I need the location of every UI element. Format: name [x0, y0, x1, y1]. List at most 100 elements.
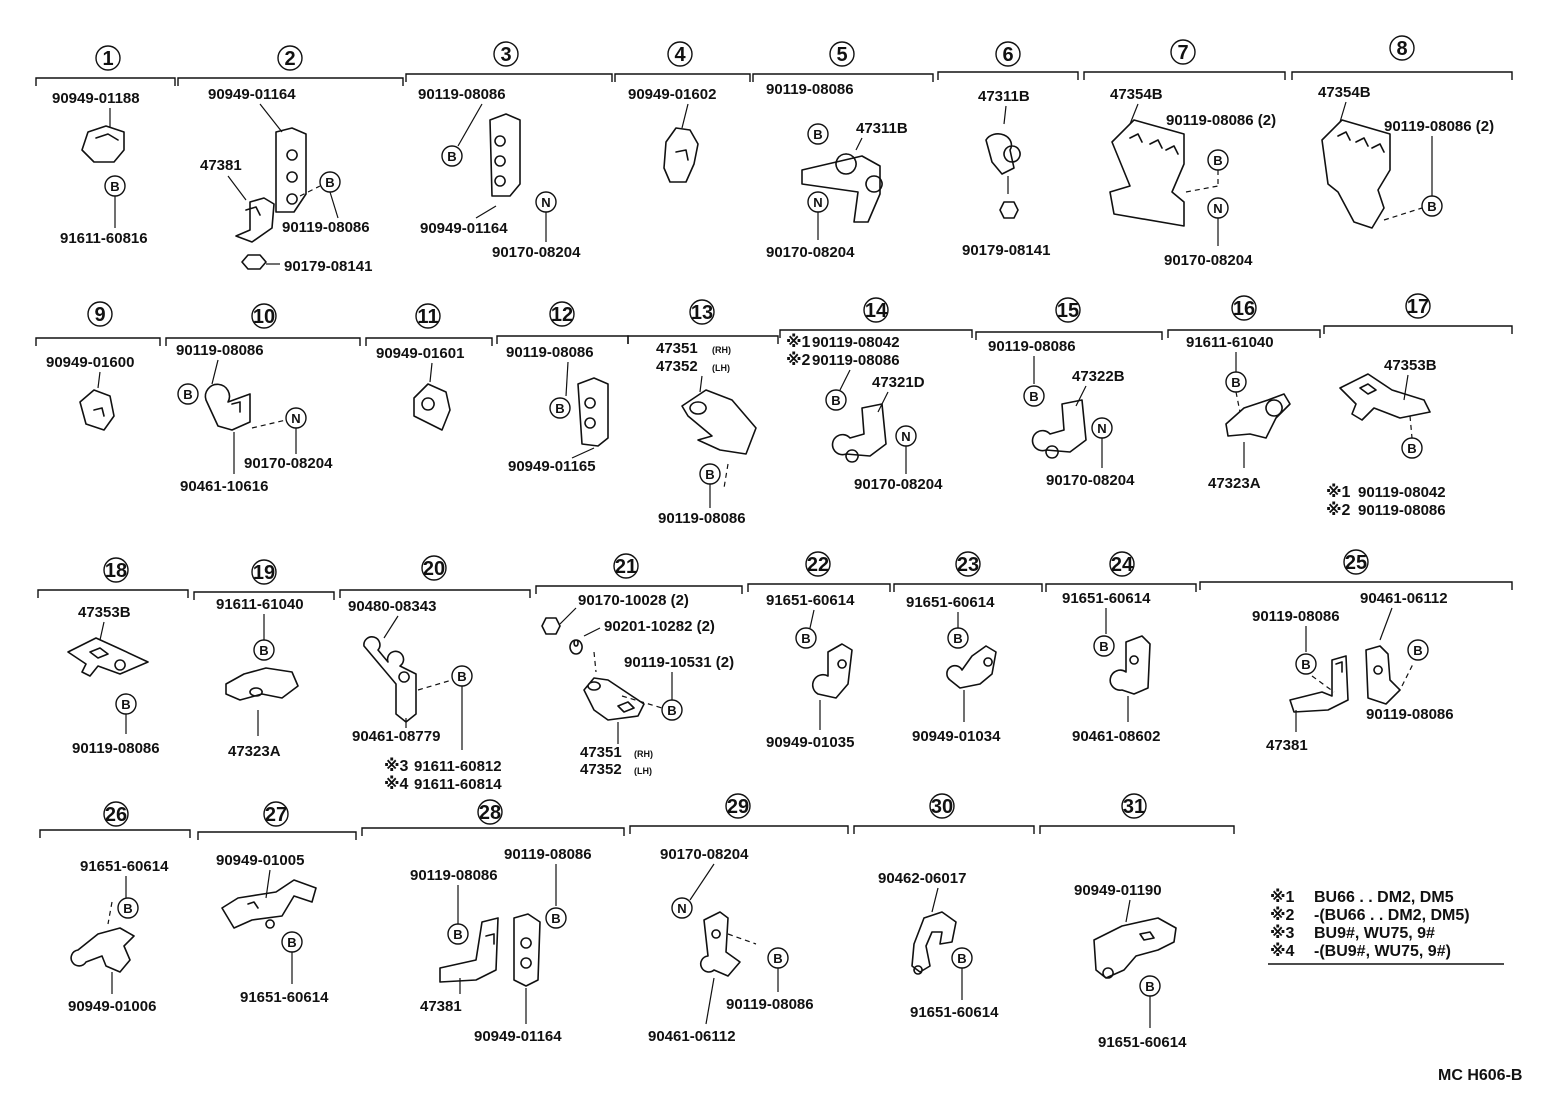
part-label: 47381 [200, 157, 242, 174]
bolt-callout: B [801, 631, 810, 646]
part-label: 90119-08086 [72, 740, 160, 757]
clamp-part [985, 133, 1021, 175]
applicability-mark: ※1 [786, 333, 811, 351]
part-label: 91651-60614 [910, 1004, 999, 1021]
item-number: 19 [253, 562, 275, 584]
clip-part [1093, 917, 1177, 979]
item-5: 5 90119-08086 B 47311B N 90170-08204 [752, 41, 934, 261]
part-label: 90461-08602 [1072, 728, 1160, 745]
bolt-callout: B [110, 179, 119, 194]
item-27: 27 90949-01005 B 91651-60614 [197, 801, 357, 1006]
part-label: 47321D [872, 374, 925, 391]
item-3: 3 90119-08086 B 90949-01164 N 90170-0820… [405, 41, 613, 261]
item-15: 15 90119-08086 B 47322B N 90170-08204 [975, 297, 1163, 489]
bolt-callout: B [551, 911, 560, 926]
legend-mark: ※2 [1270, 906, 1295, 924]
part-label: 90119-08086 [1358, 502, 1446, 519]
part-label: 90170-08204 [244, 455, 333, 472]
clamp-part [577, 377, 609, 447]
part-label: 90461-06112 [1360, 590, 1448, 607]
part-label: 47352 [580, 761, 622, 778]
item-24: 24 91651-60614 B 90461-08602 [1045, 551, 1197, 745]
item-number: 30 [931, 796, 953, 818]
diagram-code: MC H606-B [1438, 1067, 1522, 1084]
part-label: 90119-08086 [410, 867, 498, 884]
item-number: 29 [727, 796, 749, 818]
item-number: 17 [1407, 296, 1429, 318]
item-25: 25 90119-08086 B 90461-06112 B 90119-080… [1199, 549, 1513, 754]
item-number: 2 [284, 48, 295, 70]
part-label: 47322B [1072, 368, 1125, 385]
part-label: 90119-08086 [1252, 608, 1340, 625]
part-label: 91611-60814 [414, 776, 502, 793]
part-label: 90119-08086 [766, 81, 854, 98]
applicability-mark: ※4 [384, 775, 409, 793]
part-label: 47351 [656, 340, 698, 357]
item-number: 8 [1396, 38, 1407, 60]
item-number: 23 [957, 554, 979, 576]
part-label: 90119-08086 (2) [1384, 118, 1494, 135]
applicability-mark: ※2 [1326, 501, 1351, 519]
applicability-mark: ※1 [1326, 483, 1351, 501]
part-label: 90170-10028 (2) [578, 592, 689, 609]
item-26: 26 91651-60614 B 90949-01006 [39, 801, 191, 1015]
bolt-callout: B [1427, 199, 1436, 214]
applicability-mark: ※2 [786, 351, 811, 369]
item-1: 1 90949-01188 B 91611-60816 [35, 45, 176, 247]
part-label: 90119-08042 [812, 334, 900, 351]
bolt-callout: B [183, 387, 192, 402]
item-30: 30 90462-06017 B 91651-60614 [853, 793, 1035, 1021]
item-8: 8 47354B 90119-08086 (2) B [1291, 35, 1513, 229]
bolt-callout: B [957, 951, 966, 966]
item-number: 22 [807, 554, 829, 576]
clamp-part [275, 127, 307, 213]
part-label: 91611-60812 [414, 758, 502, 775]
part-label: 91651-60614 [1098, 1034, 1187, 1051]
part-label: 91651-60614 [766, 592, 855, 609]
part-label: 90949-01602 [628, 86, 716, 103]
bolt-callout: B [1407, 441, 1416, 456]
item-4: 4 90949-01602 [614, 41, 751, 183]
legend-text: BU9#, WU75, 9# [1314, 925, 1435, 942]
item-number: 12 [551, 304, 573, 326]
clamp-part [489, 113, 521, 197]
item-number: 5 [836, 44, 847, 66]
item-10: 10 90119-08086 B N 90170-08204 90461-106… [165, 303, 361, 495]
part-label: 90119-08086 [988, 338, 1076, 355]
bracket-part [221, 879, 317, 929]
part-label: 90119-08086 [812, 352, 900, 369]
item-number: 11 [417, 306, 438, 328]
part-label: 90179-08141 [962, 242, 1050, 259]
part-label: 90949-01164 [208, 86, 296, 103]
legend-text: -(BU9#, WU75, 9#) [1314, 943, 1451, 960]
nut-callout: N [291, 411, 300, 426]
part-label: 90949-01035 [766, 734, 854, 751]
legend-mark: ※4 [1270, 942, 1295, 960]
bolt-callout: B [447, 149, 456, 164]
item-21: 21 90170-10028 (2) 90201-10282 (2) 90119… [535, 553, 743, 778]
part-label: 90949-01165 [508, 458, 596, 475]
bolt-callout: B [325, 175, 334, 190]
part-label: 47351 [580, 744, 622, 761]
part-label: 91651-60614 [906, 594, 995, 611]
part-label: 90201-10282 (2) [604, 618, 715, 635]
part-label: 47353B [1384, 357, 1437, 374]
nut-callout: N [677, 901, 686, 916]
part-label: 90461-06112 [648, 1028, 736, 1045]
nut-callout: N [813, 195, 822, 210]
item-number: 6 [1002, 44, 1013, 66]
item-number: 7 [1177, 42, 1188, 64]
item-22: 22 91651-60614 B 90949-01035 [747, 551, 891, 751]
item-number: 9 [94, 304, 105, 326]
item-28: 28 90119-08086 90119-08086 B 47381 B 909… [361, 799, 625, 1045]
item-number: 28 [479, 802, 501, 824]
clamp-part [911, 911, 957, 975]
clamp-part [811, 643, 853, 699]
bracket-part [1321, 119, 1391, 229]
clip-part [81, 125, 125, 163]
item-number: 4 [674, 44, 686, 66]
item-7: 7 47354B 90119-08086 (2) B N 90170-08204 [1083, 39, 1286, 269]
part-label: 90170-08204 [492, 244, 581, 261]
bolt-callout: B [813, 127, 822, 142]
